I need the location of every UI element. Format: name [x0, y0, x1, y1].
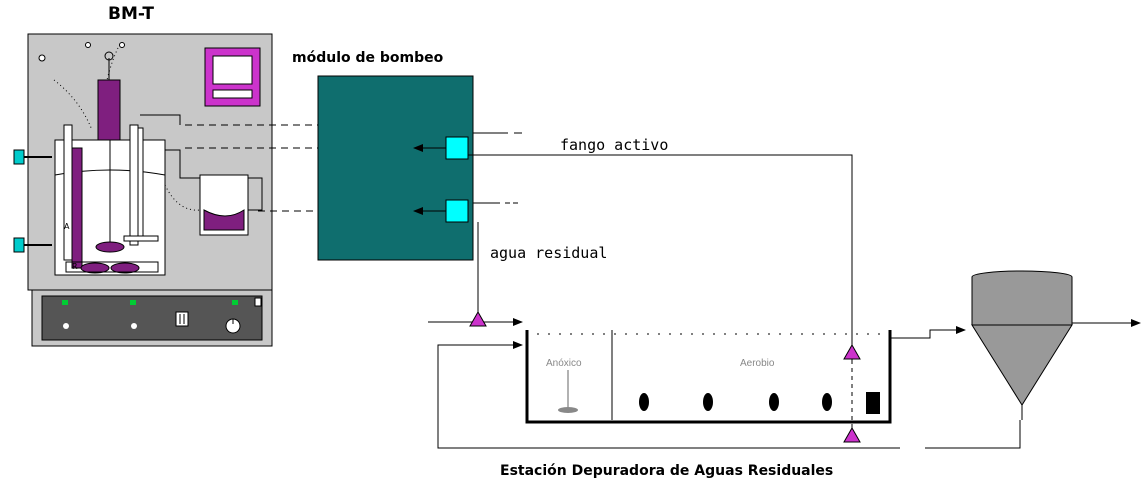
sludge-line — [468, 154, 853, 360]
sludge-label: fango activo — [560, 136, 669, 154]
wastewater-label: agua residual — [490, 244, 608, 262]
sludge-pump-marker — [843, 343, 861, 360]
signal-lines — [185, 124, 318, 212]
bioreactor-unit — [13, 33, 273, 347]
peristaltic-pump-icon — [199, 174, 263, 236]
treatment-tank — [525, 330, 892, 424]
pump-module-title: módulo de bombeo — [292, 50, 444, 66]
plant-title: Estación Depuradora de Aguas Residuales — [500, 463, 834, 479]
vessel-glyph-a: A — [64, 222, 70, 231]
pump-module-box — [317, 75, 474, 261]
bioreactor-title: BM-T — [108, 4, 155, 24]
connector-sludge — [413, 136, 469, 160]
left-clamps — [13, 149, 52, 253]
clarifier-icon — [971, 270, 1073, 420]
anoxic-zone-label: Anóxico — [546, 358, 582, 369]
aerobic-zone-label: Aerobio — [740, 358, 775, 369]
connector-wastewater — [413, 199, 469, 223]
recycle-arrow — [437, 341, 1021, 449]
vessel-glyph-r: R — [72, 262, 78, 271]
module-stubs — [473, 132, 522, 204]
wastewater-pump-marker — [469, 310, 487, 327]
monitor-icon — [204, 47, 261, 107]
vessel-icon — [54, 124, 166, 276]
control-panel — [31, 289, 273, 347]
recycle-pump-marker — [843, 426, 861, 443]
